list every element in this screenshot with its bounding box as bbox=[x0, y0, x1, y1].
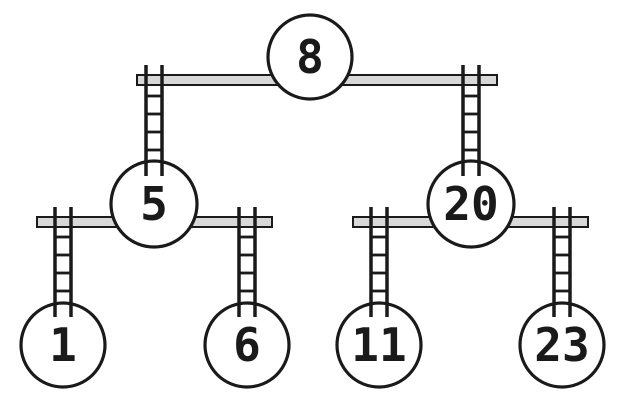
ladder-20-to-11 bbox=[369, 207, 389, 317]
tree-node-circle-1 bbox=[19, 301, 107, 389]
tree-node-label-20: 20 bbox=[443, 177, 498, 231]
node-labels: 8 5 20 1 6 11 23 bbox=[49, 30, 590, 372]
ladder-8-to-20 bbox=[461, 65, 481, 176]
tree-node-label-1: 1 bbox=[49, 318, 77, 372]
tree-node-label-23: 23 bbox=[534, 318, 589, 372]
tree-node-label-5: 5 bbox=[140, 177, 168, 231]
tree-node-label-11: 11 bbox=[351, 318, 406, 372]
ladders bbox=[53, 65, 572, 317]
tree-node-circle-6 bbox=[203, 301, 291, 389]
ladder-5-to-6 bbox=[237, 207, 257, 317]
tree-node-circle-11 bbox=[335, 301, 423, 389]
nodes bbox=[19, 13, 606, 389]
tree-node-circle-23 bbox=[518, 301, 606, 389]
ladder-8-to-5 bbox=[144, 65, 164, 176]
tree-node-label-6: 6 bbox=[233, 318, 261, 372]
tree-node-circle-5 bbox=[109, 159, 199, 249]
tree-node-circle-8 bbox=[266, 13, 354, 101]
tree-node-label-8: 8 bbox=[296, 30, 324, 84]
ladder-20-to-23 bbox=[552, 207, 572, 317]
ladder-5-to-1 bbox=[53, 207, 73, 317]
tree-node-circle-20 bbox=[426, 159, 516, 249]
